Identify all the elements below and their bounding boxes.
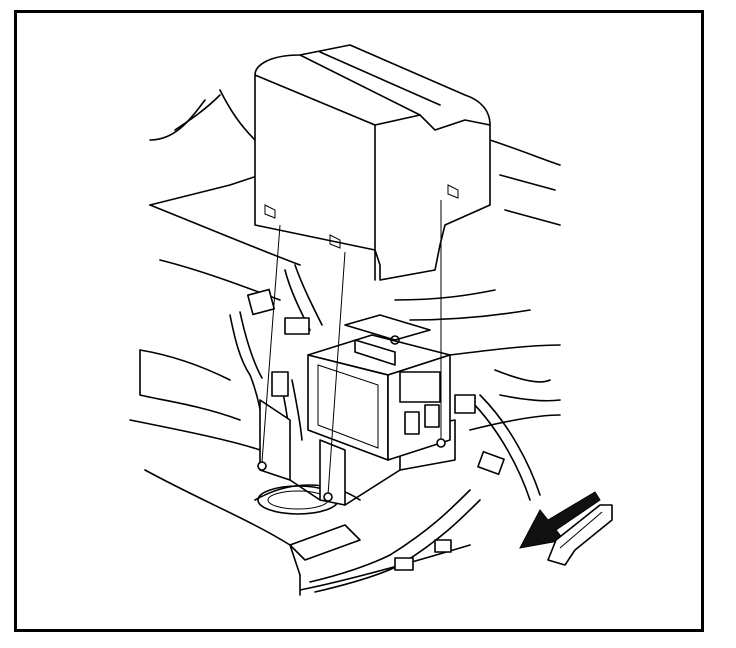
front-of-vehicle-arrow xyxy=(519,491,613,566)
cover xyxy=(254,44,491,281)
mounting-studs xyxy=(257,200,446,502)
floor-pan xyxy=(129,89,561,596)
control-module xyxy=(307,314,451,461)
